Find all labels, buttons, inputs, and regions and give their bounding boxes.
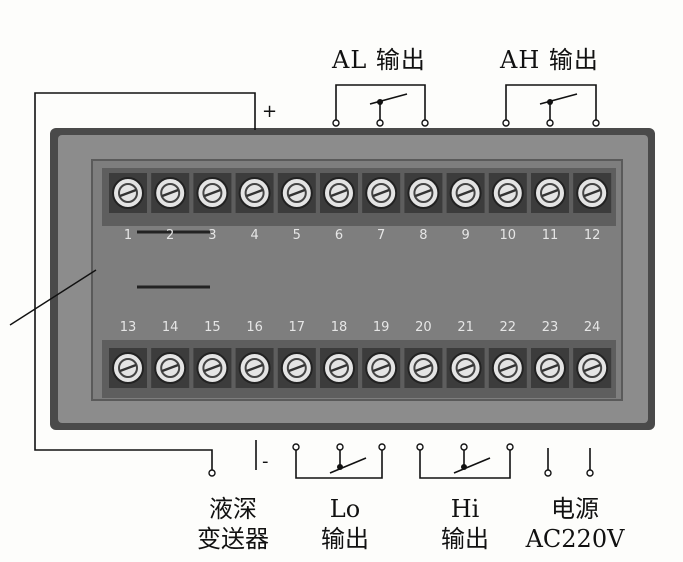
transmitter-label-line2: 变送器 bbox=[197, 525, 269, 553]
hi-output-label-line1: Hi bbox=[450, 495, 480, 523]
power-leads bbox=[544, 448, 594, 477]
ah-relay-symbol bbox=[502, 84, 600, 127]
hi-output-label: Hi 输出 bbox=[425, 494, 505, 554]
top-screw-8 bbox=[404, 173, 443, 213]
top-terminal-number-7: 7 bbox=[377, 228, 386, 243]
bottom-terminal-number-23: 23 bbox=[541, 320, 559, 335]
top-terminal-number-1: 1 bbox=[123, 228, 133, 243]
bottom-screw-5 bbox=[277, 348, 316, 388]
bottom-screws bbox=[109, 348, 612, 388]
power-label-line2: AC220V bbox=[525, 525, 625, 553]
bottom-terminal-number-18: 18 bbox=[330, 320, 348, 335]
bottom-screw-12 bbox=[573, 348, 612, 388]
top-terminal-number-9: 9 bbox=[461, 228, 470, 243]
ah-output-label: AH 输出 bbox=[500, 46, 599, 74]
bottom-screw-9 bbox=[446, 348, 485, 388]
top-screw-7 bbox=[362, 173, 401, 213]
bottom-terminal-number-19: 19 bbox=[372, 320, 390, 335]
hi-output-label-line2: 输出 bbox=[441, 525, 489, 553]
al-relay-symbol bbox=[332, 84, 429, 127]
top-screw-6 bbox=[320, 173, 358, 213]
lo-output-label: Lo 输出 bbox=[305, 494, 385, 554]
bottom-terminal-number-20: 20 bbox=[415, 320, 432, 335]
minus-sign: - bbox=[262, 451, 269, 472]
bottom-screw-6 bbox=[320, 348, 358, 388]
top-screw-12 bbox=[573, 173, 612, 213]
power-label-line1: 电源 bbox=[551, 495, 599, 523]
top-terminal-number-2: 2 bbox=[166, 228, 175, 243]
top-terminal-number-12: 12 bbox=[583, 228, 601, 243]
top-terminal-number-11: 11 bbox=[541, 228, 559, 243]
bottom-screw-4 bbox=[235, 348, 274, 388]
top-terminal-number-3: 3 bbox=[208, 228, 217, 243]
top-screw-5 bbox=[277, 173, 316, 213]
bottom-terminal-number-24: 24 bbox=[583, 320, 601, 335]
transmitter-terminal bbox=[208, 469, 216, 477]
bottom-screw-8 bbox=[404, 348, 443, 388]
power-label: 电源 AC220V bbox=[515, 494, 635, 554]
top-screws bbox=[109, 173, 612, 213]
top-terminal-number-10: 10 bbox=[499, 228, 517, 243]
transmitter-wire-plus bbox=[34, 92, 256, 470]
bottom-terminal-number-13: 13 bbox=[119, 320, 137, 335]
bottom-terminal-number-22: 22 bbox=[499, 320, 517, 335]
bottom-screw-1 bbox=[109, 348, 147, 388]
bottom-screw-2 bbox=[151, 348, 190, 388]
al-output-label: AL 输出 bbox=[332, 46, 426, 74]
diagonal-lead bbox=[9, 269, 97, 326]
top-screw-4 bbox=[235, 173, 274, 213]
top-screw-11 bbox=[531, 173, 569, 213]
bottom-terminal-number-14: 14 bbox=[161, 320, 179, 335]
bottom-screw-10 bbox=[488, 348, 527, 388]
bottom-terminal-number-16: 16 bbox=[246, 320, 263, 335]
top-screw-10 bbox=[488, 173, 527, 213]
lo-output-label-line1: Lo bbox=[329, 495, 361, 523]
top-terminal-number-6: 6 bbox=[334, 228, 344, 243]
transmitter-label: 液深 变送器 bbox=[183, 494, 283, 554]
top-screw-9 bbox=[446, 173, 485, 213]
bottom-screw-7 bbox=[362, 348, 401, 388]
top-screw-3 bbox=[193, 173, 232, 213]
lo-output-label-line2: 输出 bbox=[321, 525, 369, 553]
bottom-screw-11 bbox=[531, 348, 569, 388]
hi-relay-symbol bbox=[416, 443, 514, 479]
bottom-terminal-number-21: 21 bbox=[457, 320, 474, 335]
bottom-terminal-number-17: 17 bbox=[288, 320, 306, 335]
plus-sign: + bbox=[262, 101, 278, 122]
top-terminal-number-8: 8 bbox=[419, 228, 428, 243]
bottom-terminal-number-15: 15 bbox=[204, 320, 221, 335]
bottom-screw-3 bbox=[193, 348, 232, 388]
top-terminal-number-4: 4 bbox=[250, 228, 259, 243]
top-terminal-number-5: 5 bbox=[292, 228, 301, 243]
top-screw-1 bbox=[109, 173, 147, 213]
top-screw-2 bbox=[151, 173, 190, 213]
lo-relay-symbol bbox=[292, 443, 386, 479]
transmitter-label-line1: 液深 bbox=[209, 495, 257, 523]
